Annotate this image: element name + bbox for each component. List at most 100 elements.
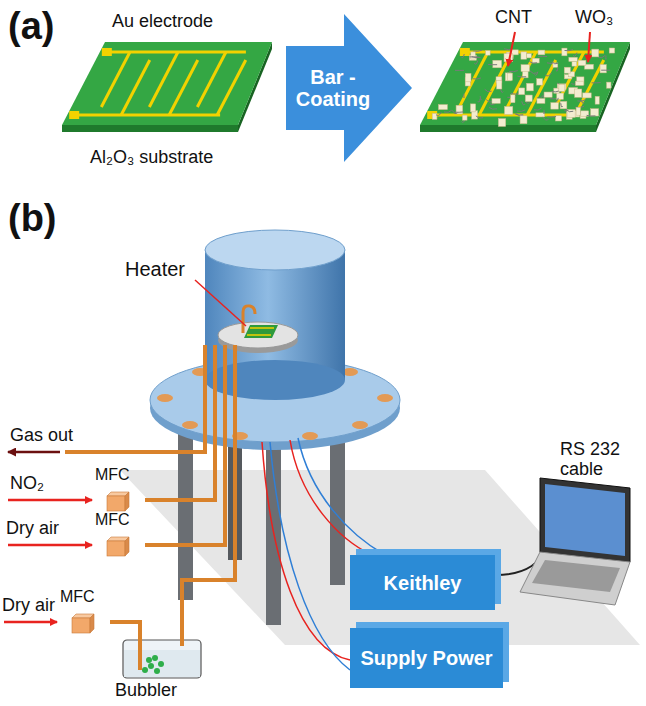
cnt-strand (565, 50, 574, 51)
wo3-particle (567, 110, 575, 118)
cnt-strand (455, 70, 464, 71)
cnt-strand (552, 61, 559, 64)
wo3-particle (572, 62, 577, 67)
wo3-particle (493, 60, 502, 67)
wo3-particle (521, 52, 527, 59)
panel-label: (a) (8, 6, 54, 48)
wire (270, 442, 350, 670)
wo3-particle (536, 113, 545, 117)
laptop (520, 478, 630, 605)
substrate (420, 42, 630, 125)
wo3-particle (471, 52, 475, 59)
node-text: Keithley (384, 572, 462, 594)
cnt-strand (480, 96, 481, 100)
cnt-strand (436, 112, 441, 115)
cnt-strand (577, 100, 585, 102)
leg (178, 420, 193, 600)
cnt-strand (592, 82, 601, 83)
cnt-strand (517, 76, 526, 78)
wo3-particle (551, 103, 559, 109)
cnt-strand (485, 89, 492, 92)
cnt-strand (556, 67, 558, 71)
wo3-particle (575, 81, 583, 85)
node-text: Supply Power (360, 647, 492, 669)
wo3-particle (511, 95, 515, 103)
wo3-particle (560, 101, 567, 108)
cnt-strand (452, 110, 457, 113)
wo3-particle (583, 93, 592, 98)
wo3-particle (559, 84, 565, 91)
wo3-particle (537, 99, 545, 104)
substrate-edge (62, 125, 238, 132)
wo3-particle (521, 65, 529, 72)
cnt-strand (515, 114, 523, 115)
gas-in-arrow (8, 499, 92, 502)
cnt-strand (444, 110, 452, 112)
node-text: Bubbler (115, 681, 177, 701)
gas-inlet-hook (243, 306, 255, 333)
heater-disc (218, 322, 298, 348)
au-electrode (69, 48, 246, 119)
wo3-particle (576, 107, 580, 115)
cnt-strand (538, 56, 547, 57)
wo3-particle (595, 96, 599, 104)
cnt-strand (473, 50, 482, 51)
wo3-particle (538, 50, 545, 55)
gas-out-arrow (8, 451, 60, 454)
part-label: Gas out (10, 426, 73, 446)
wo3-particle (520, 116, 527, 124)
wo3-particle (465, 73, 471, 81)
cnt-strand (469, 56, 478, 57)
wo3-particle (527, 83, 534, 91)
part-label: CNT (495, 8, 532, 28)
wo3-particle (554, 88, 559, 93)
bolt (302, 432, 318, 440)
bolt (157, 394, 173, 402)
wo3-particle (607, 82, 611, 88)
wo3-particle (498, 119, 505, 127)
substrate-edge (420, 125, 596, 132)
sensor-chip (244, 325, 278, 338)
cnt-strand (529, 61, 537, 63)
part-label: Dry air (6, 519, 59, 539)
wo3-particle (504, 106, 512, 114)
node-text: MFC (60, 588, 95, 606)
cnt-strand (517, 110, 525, 112)
instrument-box: Supply Power (350, 628, 503, 688)
bolt (182, 421, 198, 429)
cnt-strand (555, 98, 558, 102)
wo3-particle (519, 88, 525, 95)
cnt-strand (601, 70, 610, 71)
wo3-particle (532, 58, 539, 63)
part-label: Heater (125, 258, 185, 280)
cnt-strand (522, 101, 525, 105)
bolt (352, 421, 368, 429)
wo3-particle (537, 79, 543, 85)
flange (150, 358, 400, 442)
part-label: WO₃ (575, 8, 613, 28)
node-text: MFC (95, 511, 130, 529)
cnt-strand (537, 95, 543, 98)
cnt-strand (587, 115, 596, 117)
wo3-particle (564, 67, 570, 73)
panel-label: (b) (8, 198, 57, 240)
cnt-strand (476, 116, 483, 118)
instrument-box: Keithley (350, 555, 495, 610)
wo3-particle (527, 54, 532, 58)
cnt-strand (478, 98, 480, 102)
cnt-strand (530, 71, 537, 74)
wo3-particle (555, 116, 561, 121)
part-label: Dry air (2, 596, 55, 616)
mfc-controller: MFC (95, 466, 145, 512)
cnt-strand (543, 110, 544, 114)
cnt-strand (454, 111, 463, 112)
wo3-particle (470, 104, 475, 112)
wo3-particle (507, 73, 512, 80)
leader-line (588, 32, 590, 62)
mfc-controller: MFC (60, 588, 110, 634)
gas-pipe-connector (110, 622, 140, 636)
part-label: Al₂O₃ substrate (90, 148, 213, 168)
chamber-top (205, 230, 345, 270)
cnt-strand (566, 109, 573, 111)
bolt (377, 394, 393, 402)
